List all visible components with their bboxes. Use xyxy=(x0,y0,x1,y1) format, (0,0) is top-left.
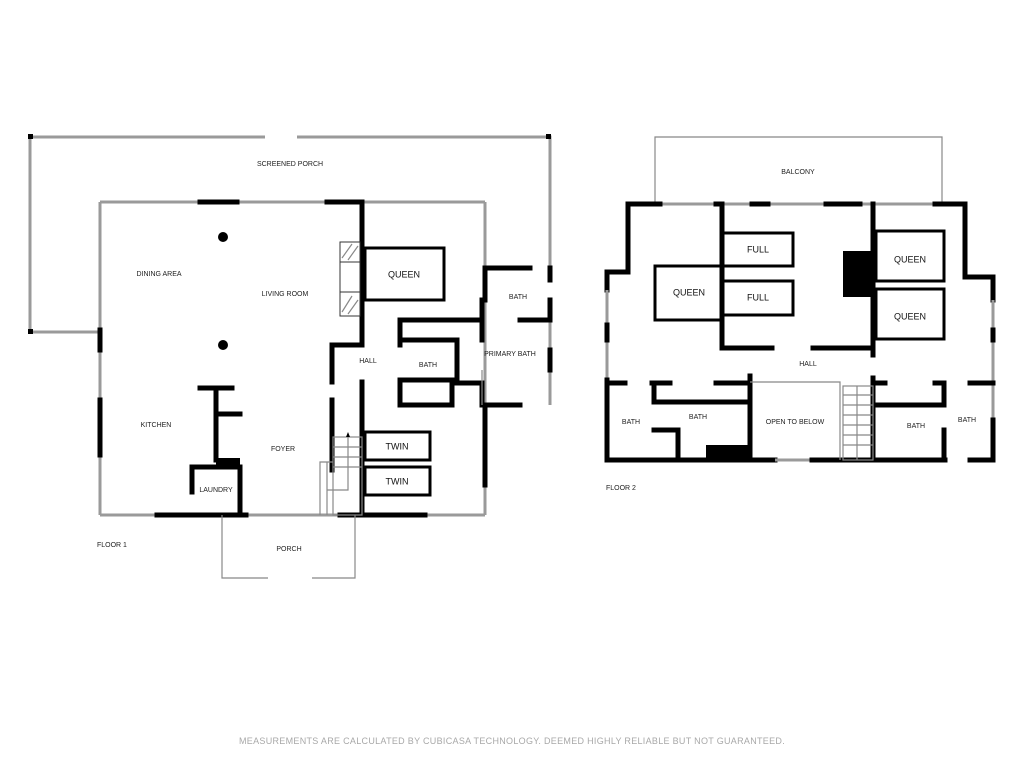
room-label-open-to-below: OPEN TO BELOW xyxy=(766,419,825,426)
queen-bed xyxy=(874,229,946,283)
queen-bed xyxy=(363,246,446,302)
column-icon xyxy=(218,340,228,350)
room-label-bath: BATH xyxy=(958,417,976,424)
bed-label-queen: QUEEN xyxy=(894,254,926,264)
bed-label-full: FULL xyxy=(747,292,769,302)
fireplace xyxy=(339,241,361,317)
room-label-hall: HALL xyxy=(799,361,817,368)
room-label-bath: BATH xyxy=(419,362,437,369)
room-label-bath: BATH xyxy=(907,423,925,430)
room-label-bath: BATH xyxy=(622,419,640,426)
floor-1-plan: QUEEN TWIN TWIN SCREENED PORCH DINING AR… xyxy=(28,134,553,579)
room-label-bath: BATH xyxy=(689,414,707,421)
room-label-foyer: FOYER xyxy=(271,446,295,453)
bed-label-full: FULL xyxy=(747,244,769,254)
room-label-kitchen: KITCHEN xyxy=(141,422,172,429)
queen-bed xyxy=(653,264,724,322)
floor-1-exterior-walls xyxy=(97,199,553,518)
room-label-hall: HALL xyxy=(359,358,377,365)
room-label-bath: BATH xyxy=(509,294,527,301)
bed-label-queen: QUEEN xyxy=(673,287,705,297)
room-label-dining-area: DINING AREA xyxy=(136,271,181,278)
front-porch xyxy=(221,515,356,579)
queen-bed xyxy=(874,287,946,341)
floor-1-label: FLOOR 1 xyxy=(97,542,127,549)
disclaimer-footer: MEASUREMENTS ARE CALCULATED BY CUBICASA … xyxy=(239,736,785,746)
floor-2-exterior-walls xyxy=(604,201,996,463)
bed-label-queen: QUEEN xyxy=(894,311,926,321)
stairs xyxy=(319,432,363,516)
bed-label-queen: QUEEN xyxy=(388,269,420,279)
floor-2-plan: FULL FULL QUEEN QUEEN QUEEN BALCONY HALL… xyxy=(604,136,996,492)
room-label-balcony: BALCONY xyxy=(781,169,815,176)
open-to-below-stairs xyxy=(750,381,874,461)
room-label-screened-porch: SCREENED PORCH xyxy=(257,161,323,168)
room-label-primary-bath: PRIMARY BATH xyxy=(484,351,536,358)
balcony-railing xyxy=(654,136,943,205)
floor-2-label: FLOOR 2 xyxy=(606,485,636,492)
full-bed xyxy=(720,231,795,268)
column-icon xyxy=(218,232,228,242)
room-label-living-room: LIVING ROOM xyxy=(262,291,309,298)
room-label-porch: PORCH xyxy=(276,546,301,553)
twin-bed xyxy=(363,430,432,462)
twin-bed xyxy=(363,465,432,497)
room-label-laundry: LAUNDRY xyxy=(199,487,233,494)
bed-label-twin: TWIN xyxy=(386,476,409,486)
bed-label-twin: TWIN xyxy=(386,441,409,451)
screened-porch-outline xyxy=(28,134,552,405)
